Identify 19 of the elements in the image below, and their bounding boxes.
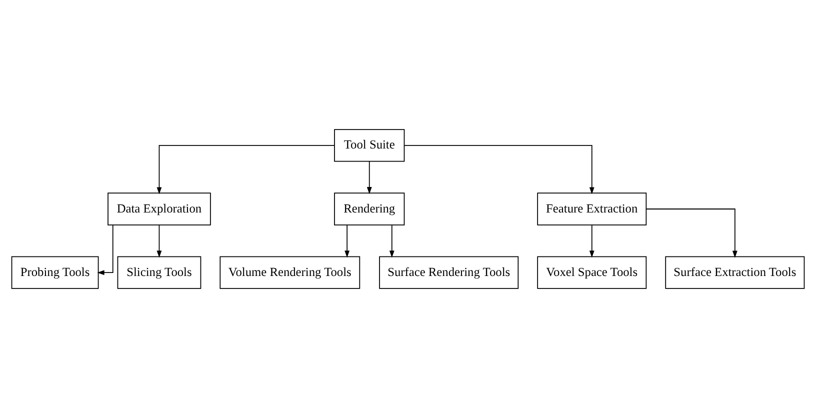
- node-box: Slicing Tools: [117, 256, 202, 288]
- arrow: [589, 224, 594, 258]
- node-box: Probing Tools: [11, 256, 99, 288]
- node-box: Surface Rendering Tools: [379, 256, 519, 288]
- arrow: [389, 224, 394, 258]
- arrow: [646, 208, 738, 258]
- arrow: [366, 160, 372, 194]
- arrow: [404, 144, 594, 194]
- node-box: Tool Suite: [334, 128, 405, 162]
- node-box: Feature Extraction: [537, 192, 647, 225]
- node-box: Volume Rendering Tools: [220, 256, 360, 288]
- node-box: Voxel Space Tools: [537, 256, 647, 288]
- arrow: [156, 224, 162, 258]
- node-box: Data Exploration: [108, 192, 211, 225]
- arrow: [97, 224, 114, 275]
- arrow: [344, 224, 350, 258]
- node-box: Surface Extraction Tools: [665, 256, 805, 288]
- arrow: [156, 144, 335, 194]
- node-box: Rendering: [334, 192, 405, 225]
